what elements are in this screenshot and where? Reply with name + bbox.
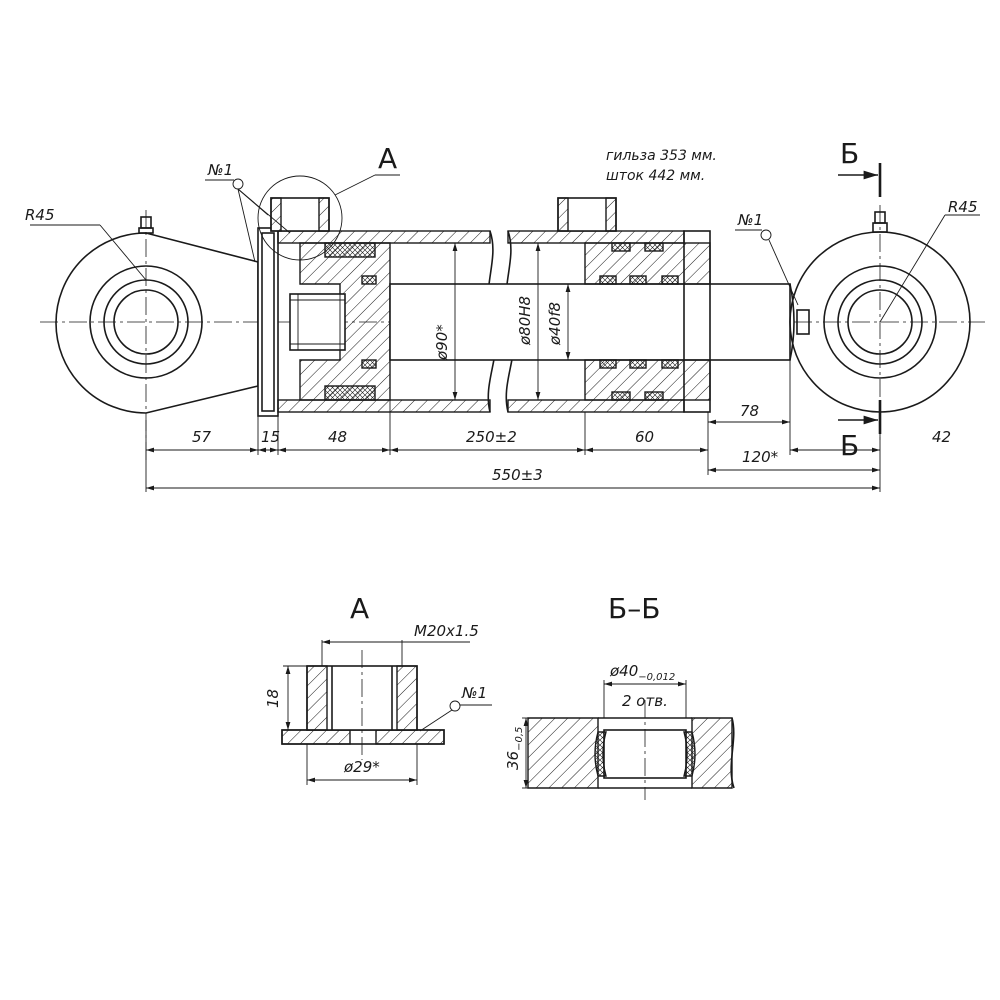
dim-bb-diameter-40: ø40−0,012 — [609, 662, 675, 683]
dim-15: 15 — [261, 428, 280, 446]
dim-diameter-29: ø29* — [343, 758, 380, 776]
dim-total-550: 550±3 — [492, 466, 543, 484]
dim-250: 250±2 — [466, 428, 517, 446]
detail-a-view — [281, 639, 492, 785]
note-rod-length: шток 442 мм. — [606, 168, 705, 184]
section-bb-view — [522, 680, 735, 800]
dim-height-18: 18 — [264, 689, 282, 708]
left-eye — [55, 210, 259, 460]
dim-bore-90: ø90* — [433, 324, 451, 361]
note-ref-left: №1 — [207, 161, 233, 179]
note-ref-right: №1 — [737, 211, 763, 229]
dim-bore-80: ø80H8 — [516, 296, 534, 346]
piston — [289, 242, 391, 401]
piston-rod — [389, 283, 810, 361]
detail-a-title: А — [350, 592, 369, 625]
dim-42: 42 — [932, 428, 951, 446]
right-eye — [789, 205, 971, 440]
detail-a-callout: А — [378, 142, 397, 175]
section-b-label-bottom: Б — [840, 429, 859, 462]
length-dims — [145, 360, 881, 492]
radius-right-label: R45 — [948, 198, 978, 216]
leaders — [30, 178, 980, 323]
note-barrel-length: гильза 353 мм. — [606, 148, 717, 164]
note-ref-detail: №1 — [461, 684, 487, 702]
dim-60: 60 — [635, 428, 654, 446]
dim-bb-height-36: 36−0,5 — [504, 727, 525, 770]
dim-48: 48 — [328, 428, 347, 446]
dim-78: 78 — [740, 402, 759, 420]
diameter-dims — [452, 243, 571, 400]
radius-left-label: R45 — [25, 206, 55, 224]
cylinder-base — [257, 227, 279, 417]
dim-57: 57 — [192, 428, 212, 446]
dim-thread-m20: M20x1.5 — [414, 622, 479, 640]
rod-gland — [584, 230, 711, 413]
barrel — [277, 230, 685, 413]
dim-rod-40: ø40f8 — [546, 302, 564, 346]
detail-a-circle — [257, 175, 343, 261]
text-layer: гильза 353 мм. шток 442 мм. А Б Б А Б–Б … — [25, 137, 978, 776]
section-bb-title: Б–Б — [608, 592, 660, 625]
ports — [270, 197, 617, 232]
dim-bb-holes: 2 отв. — [622, 692, 668, 710]
main-view — [30, 163, 985, 492]
section-b-label-top: Б — [840, 137, 859, 170]
section-b-markers — [838, 163, 882, 434]
dim-120: 120* — [742, 448, 779, 466]
